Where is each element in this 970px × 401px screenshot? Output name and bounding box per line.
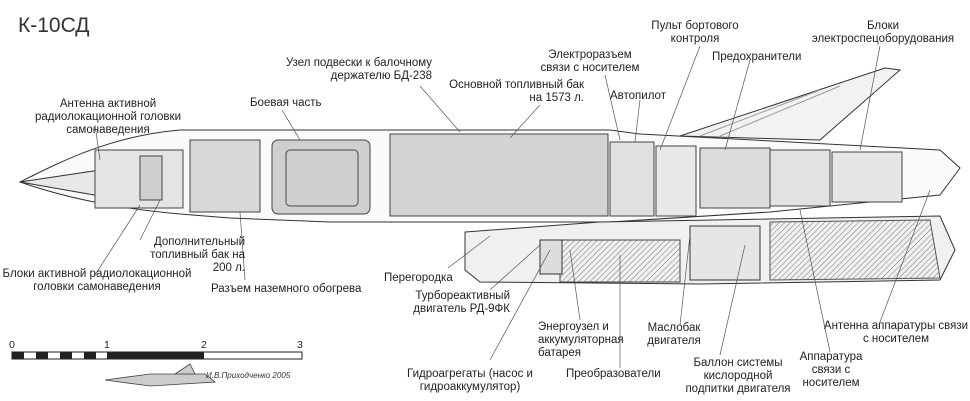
label-electro-blocks: Блоки электроспецоборудования <box>811 20 955 45</box>
scale-tick-0: 0 <box>9 339 15 351</box>
tail-fin <box>679 67 902 141</box>
scale-tick-3: 3 <box>297 339 303 351</box>
scale-tick-2: 2 <box>201 339 207 351</box>
label-oxygen: Баллон системы кислородной подпитки двиг… <box>685 357 791 395</box>
label-main-tank: Основной топливный бак на 1573 л. <box>449 79 584 104</box>
label-oil-tank: Маслобак двигателя <box>647 322 701 347</box>
label-comm-antenna: Антенна аппаратуры связи с носителем <box>823 320 969 345</box>
label-hydro: Гидроагрегаты (насос и гидроаккумулятор) <box>407 368 533 393</box>
internal-compartments <box>94 133 903 217</box>
label-comm-equipment: Аппаратура связи с носителем <box>799 351 863 389</box>
page-title: К-10СД <box>18 14 90 37</box>
label-mount-node: Узел подвески к балочному держателю БД-2… <box>285 57 432 82</box>
engine-nacelle <box>464 215 956 285</box>
credit-text: И.В.Приходченко 2005 <box>206 371 291 380</box>
label-control-panel: Пульт бортового контроля <box>651 20 739 45</box>
label-connector: Электроразъем связи с носителем <box>540 49 640 74</box>
thumbnail-silhouette <box>104 363 217 387</box>
label-extra-tank: Дополнительный топливный бак на 200 л. <box>150 236 245 274</box>
label-autopilot: Автопилот <box>610 90 666 102</box>
label-radar-blocks: Блоки активной радиолокационной головки … <box>2 268 192 293</box>
label-energy-node: Энергоузел и аккумуляторная батарея <box>538 321 624 359</box>
scale-tick-1: 1 <box>104 339 110 351</box>
label-converters: Преобразователи <box>566 368 661 380</box>
label-ground-heat: Разъем наземного обогрева <box>211 283 362 295</box>
label-warhead: Боевая часть <box>250 97 322 109</box>
label-partition: Перегородка <box>384 272 453 284</box>
scale-bar <box>11 351 303 360</box>
label-engine: Турбореактивный двигатель РД-9ФК <box>413 290 510 315</box>
leader-lines <box>94 45 931 368</box>
label-antenna-active: Антенна активной радиолокационной головк… <box>35 98 181 136</box>
label-fuses: Предохранители <box>712 51 802 63</box>
